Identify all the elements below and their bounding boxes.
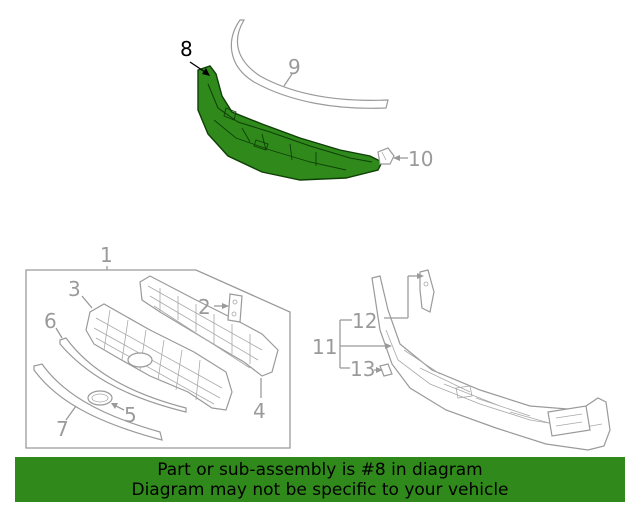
callout-13: 13: [350, 357, 375, 381]
callout-9: 9: [288, 55, 301, 79]
callout-12: 12: [352, 309, 377, 333]
leader-10-arrow: [393, 155, 400, 161]
banner-line-1: Part or sub-assembly is #8 in diagram: [157, 459, 483, 480]
leader-8-arrow: [202, 68, 210, 76]
leader-3: [81, 295, 93, 309]
leader-13-arrow: [376, 367, 383, 373]
part-7-lower-molding[interactable]: [33, 363, 163, 441]
part-10-clip[interactable]: [377, 147, 395, 165]
part-9-molding[interactable]: [230, 19, 389, 109]
callout-8: 8: [180, 37, 193, 61]
leader-9: [283, 73, 293, 87]
leader-11-arrow: [385, 343, 392, 349]
part-6-molding[interactable]: [59, 337, 187, 413]
part-3-front-grille[interactable]: [85, 303, 233, 411]
info-banner: Part or sub-assembly is #8 in diagram Di…: [15, 457, 625, 502]
callout-6: 6: [44, 309, 57, 333]
assembly-box-1: [25, 269, 291, 449]
banner-line-2: Diagram may not be specific to your vehi…: [131, 479, 509, 500]
callout-11: 11: [312, 335, 337, 359]
part-8-shape: [197, 65, 383, 181]
callout-3: 3: [68, 277, 81, 301]
callout-10: 10: [408, 147, 433, 171]
part-12-bracket[interactable]: [419, 269, 435, 313]
callout-7: 7: [56, 417, 69, 441]
leader-12-arrow: [417, 273, 424, 279]
callout-1: 1: [100, 243, 113, 267]
leader-2-arrow: [222, 303, 229, 309]
parts-diagram: 9 8 10 1 4 2 3: [25, 19, 611, 451]
part-4-grille-frame[interactable]: [139, 275, 279, 377]
leader-7: [65, 405, 77, 421]
part-13-clip[interactable]: [379, 363, 393, 377]
leader-5-arrow: [111, 403, 118, 409]
callout-4: 4: [253, 399, 266, 423]
part-11-lower-bumper[interactable]: [371, 275, 611, 451]
part-5-emblem[interactable]: [87, 390, 113, 406]
part-2-bracket[interactable]: [227, 293, 243, 323]
part-8-upper-support[interactable]: [197, 65, 383, 181]
leader-6: [55, 327, 63, 339]
callout-2: 2: [198, 295, 211, 319]
